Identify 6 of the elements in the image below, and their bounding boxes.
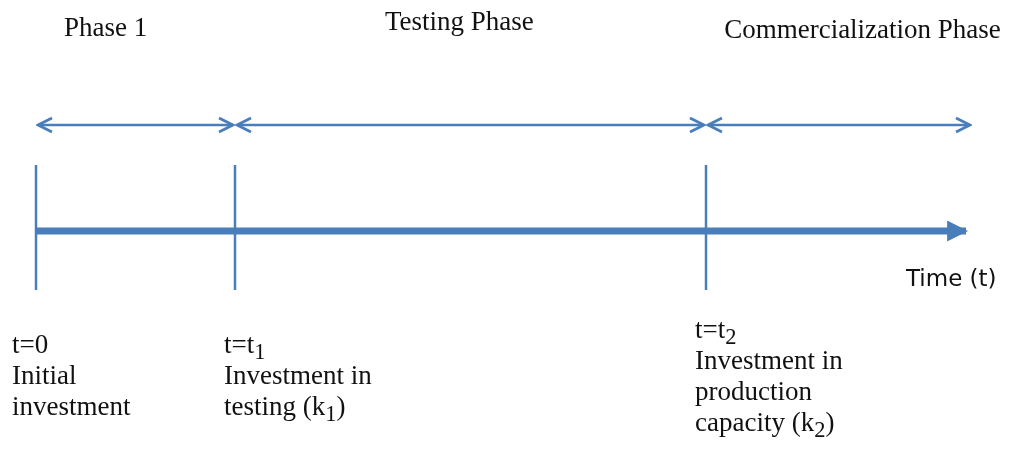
axis-label: Time (t)	[906, 264, 998, 293]
milestone-description: Initial investment	[12, 360, 132, 422]
phase-label: Phase 1	[64, 12, 149, 43]
phase-label: Commercialization Phase	[723, 14, 1002, 45]
time-label: t=0	[12, 329, 50, 360]
phase-label: Testing Phase	[385, 6, 535, 37]
